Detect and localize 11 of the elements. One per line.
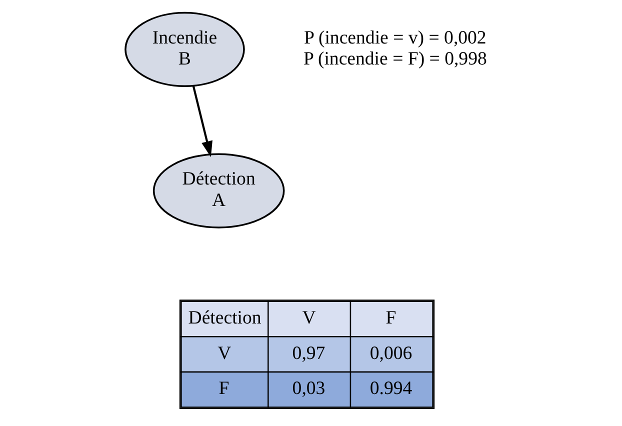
label: 0.994 — [370, 378, 412, 400]
label: V — [302, 308, 316, 329]
label: 0,97 — [292, 342, 326, 364]
label: F — [218, 378, 230, 400]
label: V — [218, 342, 232, 364]
label: Détection — [188, 308, 262, 329]
label: P (incendie = v) = 0,002 — [304, 27, 486, 48]
label: 0,006 — [370, 342, 412, 364]
label: 0,03 — [292, 378, 326, 400]
label: P (incendie = F) = 0,998 — [303, 48, 487, 70]
label: F — [386, 308, 396, 329]
